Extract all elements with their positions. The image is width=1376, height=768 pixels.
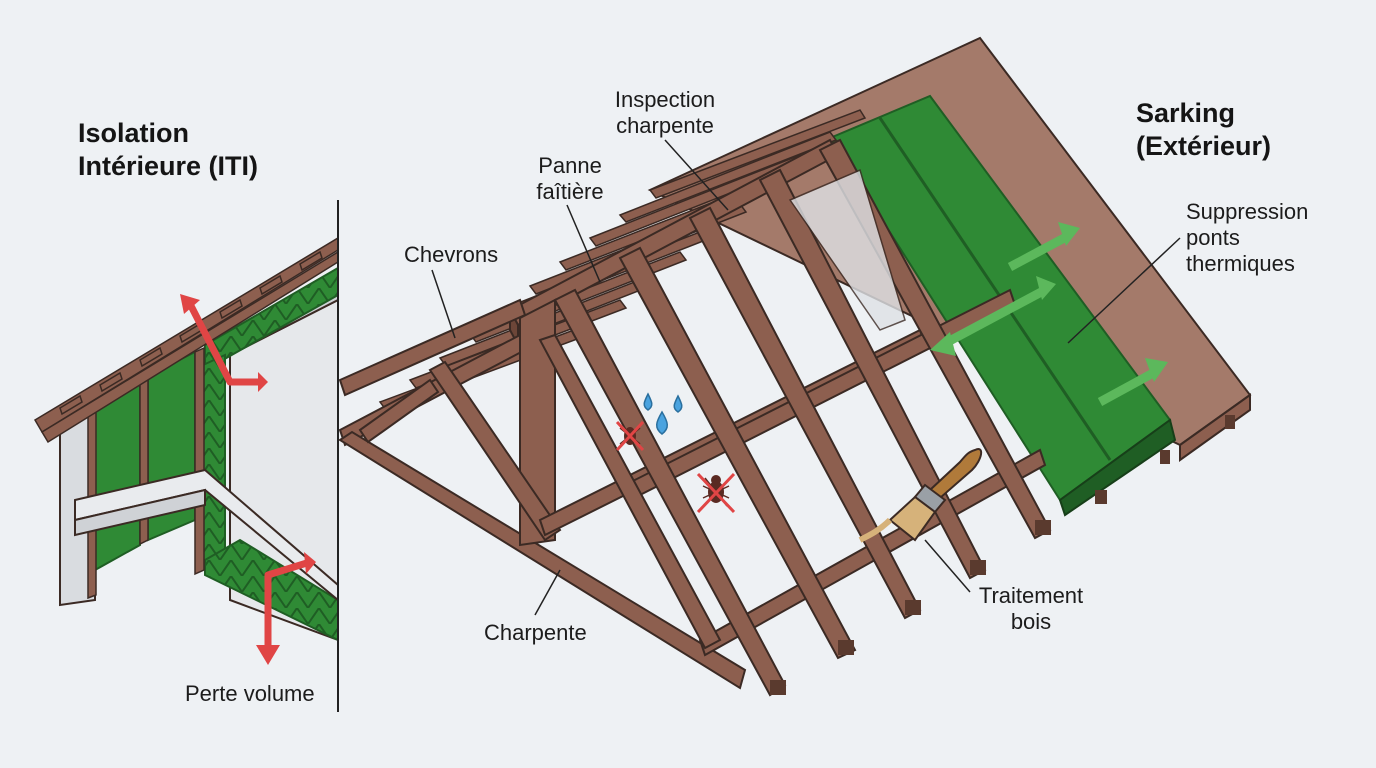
heat-arrow-icon <box>1097 358 1168 406</box>
iti-heading: Isolation Intérieure (ITI) <box>78 118 259 181</box>
charpente-label: Charpente <box>484 620 587 645</box>
roof-tiles <box>33 236 339 444</box>
crossed-insect-icon <box>615 420 645 452</box>
panne-faitiere-label: Panne faîtière <box>536 153 604 204</box>
leader-lines <box>431 139 1181 616</box>
water-drops-icon <box>643 392 683 435</box>
sarking-section <box>338 36 1252 697</box>
volume-loss-arrow-icon <box>256 552 316 665</box>
traitement-bois-label: Traitement bois <box>978 583 1084 634</box>
bidirectional-arrow-icon <box>930 276 1056 356</box>
chevrons-label: Chevrons <box>404 242 499 267</box>
wall-insulation <box>202 353 226 570</box>
heat-loss-arrow-icon <box>180 294 268 392</box>
heat-arrow-icon <box>1007 222 1080 271</box>
perte-volume-label: Perte volume <box>185 681 315 706</box>
paint-brush-icon <box>858 448 983 543</box>
suppression-ponts-thermiques-label: Suppression ponts thermiques <box>1186 199 1309 276</box>
inspection-charpente-label: Inspection charpente <box>614 87 716 138</box>
crossed-insect-icon <box>696 472 736 514</box>
rafters <box>538 138 1052 697</box>
iti-section <box>33 200 339 712</box>
truss-tie-beam <box>338 430 747 690</box>
sarking-heading: Sarking (Extérieur) <box>1136 98 1272 161</box>
